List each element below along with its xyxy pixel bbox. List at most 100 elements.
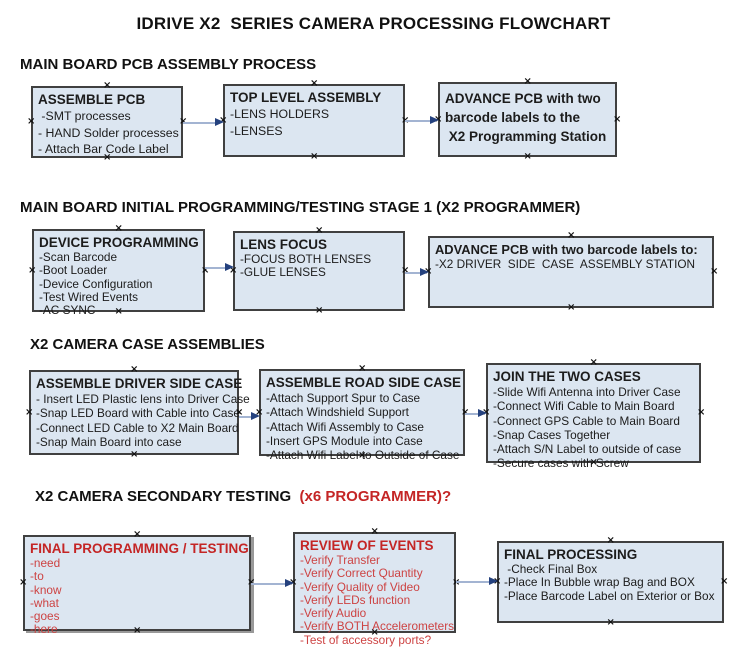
arrow-line bbox=[456, 580, 491, 583]
box-item: -Place Barcode Label on Exterior or Box bbox=[504, 588, 715, 603]
box-item: -Insert GPS Module into Case bbox=[266, 433, 423, 448]
section-heading-secondary-testing: X2 CAMERA SECONDARY TESTING (x6 PROGRAMM… bbox=[35, 488, 451, 505]
box-item: -know bbox=[30, 582, 62, 597]
box-item: -what bbox=[30, 595, 59, 610]
selection-handle-icon: × bbox=[523, 151, 532, 162]
selection-handle-icon: × bbox=[103, 152, 112, 163]
flow-box-assemble-driver-side-case[interactable]: × × × × ASSEMBLE DRIVER SIDE CASE - Inse… bbox=[25, 365, 250, 460]
selection-handle-icon: × bbox=[370, 526, 379, 537]
flow-box-lens-focus[interactable]: × × × × LENS FOCUS -FOCUS BOTH LENSES -G… bbox=[229, 226, 409, 316]
selection-handle-icon: × bbox=[114, 223, 123, 234]
arrow-line bbox=[405, 119, 432, 122]
box-item: -X2 DRIVER SIDE CASE ASSEMBLY STATION bbox=[435, 257, 696, 271]
selection-handle-icon: × bbox=[589, 457, 598, 468]
box-item: -Place In Bubble wrap Bag and BOX bbox=[504, 575, 695, 590]
selection-handle-icon: × bbox=[567, 302, 576, 313]
box-item: -LENS HOLDERS bbox=[230, 107, 330, 121]
box-item: -Secure cases with Screw bbox=[493, 456, 629, 471]
selection-handle-icon: × bbox=[606, 535, 615, 546]
selection-handle-icon: × bbox=[315, 225, 324, 236]
flow-box-top-level-assembly[interactable]: × × × × TOP LEVEL ASSEMBLY -LENS HOLDERS… bbox=[219, 79, 409, 162]
heading-black-part: X2 CAMERA SECONDARY TESTING bbox=[35, 488, 300, 505]
box-title: DEVICE PROGRAMMING bbox=[39, 235, 199, 250]
selection-handle-icon: × bbox=[133, 529, 142, 540]
box-item: -FOCUS BOTH LENSES bbox=[240, 252, 372, 266]
selection-handle-icon: × bbox=[201, 264, 210, 276]
box-item: -Attach Support Spur to Case bbox=[266, 391, 421, 405]
flow-box-advance-pcb-driver-side[interactable]: × × × × ADVANCE PCB with two barcode lab… bbox=[424, 231, 718, 313]
connector-arrow-7[interactable] bbox=[251, 579, 294, 588]
box-item: -goes bbox=[30, 609, 60, 624]
box-title: JOIN THE TWO CASES bbox=[493, 369, 641, 384]
box-title: ADVANCE PCB with two barcode labels to: bbox=[435, 242, 698, 257]
selection-handle-icon: × bbox=[358, 450, 367, 461]
box-item: -Verify Transfer bbox=[300, 553, 380, 567]
section-heading-case-assemblies: X2 CAMERA CASE ASSEMBLIES bbox=[30, 336, 265, 353]
selection-handle-icon: × bbox=[606, 617, 615, 628]
selection-handle-icon: × bbox=[310, 78, 319, 89]
connector-arrow-4[interactable] bbox=[405, 268, 429, 277]
arrow-head-icon bbox=[430, 116, 439, 124]
box-item: -Device Configuration bbox=[39, 276, 153, 291]
selection-handle-icon: × bbox=[720, 576, 729, 587]
box-item: -Verify Correct Quantity bbox=[300, 566, 423, 581]
flow-box-join-the-two-cases[interactable]: × × × × JOIN THE TWO CASES -Slide Wifi A… bbox=[482, 358, 705, 471]
selection-handle-icon: × bbox=[370, 627, 379, 638]
selection-handle-icon: × bbox=[697, 407, 706, 418]
connector-arrow-8[interactable] bbox=[456, 577, 498, 586]
flow-box-assemble-pcb[interactable]: × × × × ASSEMBLE PCB -SMT processes - HA… bbox=[27, 81, 187, 163]
box-item: -Snap Cases Together bbox=[493, 427, 611, 442]
box-title: LENS FOCUS bbox=[240, 237, 328, 252]
flow-box-assemble-road-side-case[interactable]: × × × × ASSEMBLE ROAD SIDE CASE -Attach … bbox=[255, 364, 469, 463]
box-item: -Snap Main Board into case bbox=[36, 434, 182, 449]
flow-box-final-programming-testing[interactable]: × × × × FINAL PROGRAMMING / TESTING -nee… bbox=[19, 530, 255, 637]
box-item: -here bbox=[30, 622, 58, 637]
box-title: ADVANCE PCB with two barcode labels to t… bbox=[445, 91, 607, 144]
arrow-line bbox=[205, 266, 227, 269]
box-item: -Attach Wifi Assembly to Case bbox=[266, 419, 424, 434]
box-title: ASSEMBLE DRIVER SIDE CASE bbox=[36, 376, 243, 391]
box-title: FINAL PROGRAMMING / TESTING bbox=[30, 541, 249, 556]
selection-handle-icon: × bbox=[567, 230, 576, 241]
selection-handle-icon: × bbox=[710, 266, 719, 277]
box-item: -Scan Barcode bbox=[39, 250, 118, 264]
arrow-head-icon bbox=[225, 263, 234, 271]
arrow-head-icon bbox=[215, 118, 224, 126]
flow-box-advance-pcb-programming-station[interactable]: × × × × ADVANCE PCB with two barcode lab… bbox=[434, 77, 621, 162]
box-title: ASSEMBLE ROAD SIDE CASE bbox=[266, 375, 462, 390]
flow-box-device-programming[interactable]: × × × × DEVICE PROGRAMMING -Scan Barcode… bbox=[28, 224, 209, 317]
box-item: -LENSES bbox=[230, 123, 283, 138]
selection-handle-icon: × bbox=[401, 265, 410, 276]
box-item: -Verify Quality of Video bbox=[300, 579, 420, 594]
box-item: -Slide Wifi Antenna into Driver Case bbox=[493, 385, 681, 399]
arrow-head-icon bbox=[285, 579, 294, 587]
arrow-line bbox=[405, 271, 422, 274]
arrow-line bbox=[251, 582, 287, 585]
connector-arrow-5[interactable] bbox=[239, 412, 260, 421]
connector-arrow-2[interactable] bbox=[405, 116, 439, 125]
box-item: -Attach Windshield Support bbox=[266, 405, 409, 420]
section-heading-pcb-assembly: MAIN BOARD PCB ASSEMBLY PROCESS bbox=[20, 56, 317, 73]
box-item: -Connect Wifi Cable to Main Board bbox=[493, 399, 675, 414]
box-item: -need bbox=[30, 556, 61, 570]
box-title: TOP LEVEL ASSEMBLY bbox=[230, 90, 382, 105]
selection-handle-icon: × bbox=[589, 357, 598, 368]
connector-arrow-3[interactable] bbox=[205, 263, 234, 272]
flow-box-final-processing[interactable]: × × × × FINAL PROCESSING -Check Final Bo… bbox=[493, 536, 728, 628]
arrow-line bbox=[239, 415, 253, 418]
box-title: FINAL PROCESSING bbox=[504, 547, 638, 562]
box-item: - HAND Solder processes bbox=[38, 125, 179, 140]
connector-arrow-6[interactable] bbox=[465, 409, 487, 418]
box-item: -Boot Loader bbox=[39, 263, 108, 278]
box-item: -Attach Wifi Label to Outside of Case bbox=[266, 448, 460, 463]
box-item: -Test Wired Events bbox=[39, 289, 138, 304]
selection-handle-icon: × bbox=[235, 406, 244, 418]
selection-handle-icon: × bbox=[28, 264, 37, 276]
box-title: ASSEMBLE PCB bbox=[38, 92, 146, 107]
flow-box-review-of-events[interactable]: × × × × REVIEW OF EVENTS -Verify Transfe… bbox=[289, 527, 460, 647]
heading-red-part: (x6 PROGRAMMER)? bbox=[299, 488, 452, 505]
selection-handle-icon: × bbox=[27, 116, 36, 127]
connector-arrow-1[interactable] bbox=[183, 118, 224, 127]
box-item: -AC SYNC bbox=[39, 303, 96, 318]
selection-handle-icon: × bbox=[461, 407, 469, 417]
